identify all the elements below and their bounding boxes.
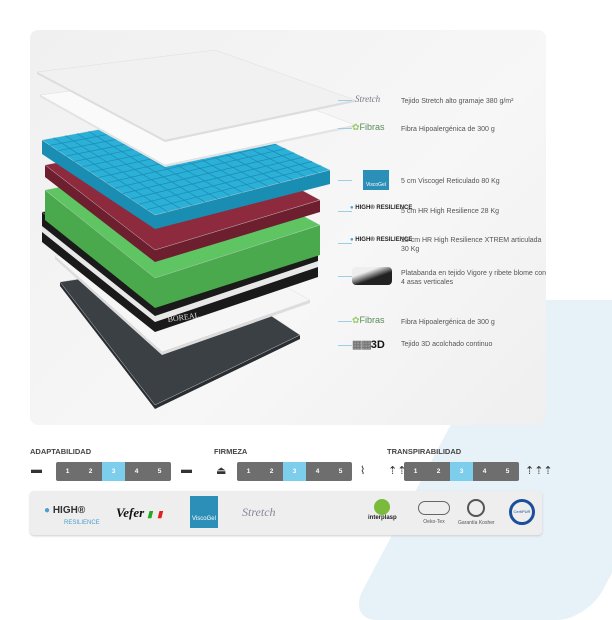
certipur-brand: CertiPUR: [509, 499, 535, 525]
scale-level-2: 2: [269, 468, 274, 475]
stretch-logo: Stretch: [355, 94, 381, 104]
mattress-brand-label: BOREAL: [167, 311, 200, 324]
layer-label: Tejido Stretch alto gramaje 380 g/m²: [401, 98, 514, 105]
3d-fabric-logo: ▦▦3D: [352, 339, 385, 351]
viscogel-brand: ViscoGel: [190, 496, 218, 528]
oeko-tex-brand: Oeko-Tex: [418, 501, 450, 525]
mattress-layers-illustration: BOREAL: [36, 49, 356, 409]
scale-level-1: 1: [413, 468, 418, 475]
high-resilience-logo: ● HIGH® RESILIENCE: [350, 205, 413, 211]
scale-level-4: 4: [315, 468, 320, 475]
brand-certifications-bar: ● HIGH®RESILIENCE Vefer ▮▮▮ ViscoGel Str…: [30, 491, 542, 535]
fibras-logo: ✿Fibras: [352, 122, 385, 132]
scale-level-4: 4: [134, 468, 139, 475]
scale-level-2: 2: [88, 468, 93, 475]
rating-title: FIRMEZA: [214, 447, 248, 456]
stretch-top-layer: [36, 49, 356, 142]
layer-label: Fibra Hipoalergénica de 300 g: [401, 126, 495, 133]
layer-label: Platabanda en tejido Vigore y ribete blo…: [401, 270, 547, 286]
rating-title: ADAPTABILIDAD: [30, 447, 92, 456]
scale-level-4: 4: [482, 468, 487, 475]
scale-level-3: 3: [102, 462, 125, 481]
spring-icon: ⌇: [360, 465, 366, 477]
layer-label: 5 cm HR High Resilience 28 Kg: [401, 208, 500, 215]
layer-label: 5 cm Viscogel Reticulado 80 Kg: [401, 178, 500, 185]
scale-level-3: 3: [283, 462, 306, 481]
kosher-brand: Garantía Kosher: [458, 499, 495, 526]
fibras-logo: ✿Fibras: [352, 315, 385, 325]
scale-level-5: 5: [338, 468, 343, 475]
viscogel-logo: ViscoGel: [363, 170, 389, 190]
firmeza-scale: 1 2 3 4 5: [237, 462, 352, 481]
adaptabilidad-scale: 1 2 3 4 5: [56, 462, 171, 481]
scale-level-5: 5: [157, 468, 162, 475]
interplasp-brand: interplasp: [368, 499, 397, 521]
rating-title: TRANSPIRABILIDAD: [387, 447, 462, 456]
airflow-high-icon: ⇡⇡⇡: [525, 465, 553, 477]
platabanda-image: [352, 267, 392, 285]
layer-label: Fibra Hipoalergénica de 300 g: [401, 319, 495, 326]
airflow-low-icon: ⇡⇡: [388, 465, 407, 477]
scale-level-5: 5: [505, 468, 510, 475]
high-resilience-brand: ● HIGH®RESILIENCE: [44, 505, 100, 526]
scale-level-1: 1: [65, 468, 70, 475]
weight-icon: ⏏: [216, 465, 227, 477]
stretch-brand: Stretch: [242, 505, 276, 519]
scale-level-3: 3: [450, 462, 473, 481]
high-resilience-logo: ● HIGH® RESILIENCE: [350, 237, 413, 243]
soft-bed-icon: ▬: [31, 464, 42, 476]
firm-bed-icon: ▬: [181, 464, 192, 476]
layer-label: Tejido 3D acolchado continuo: [401, 341, 493, 348]
scale-level-1: 1: [246, 468, 251, 475]
transpirabilidad-scale: 1 2 3 4 5: [404, 462, 519, 481]
scale-level-2: 2: [436, 468, 441, 475]
vefer-brand: Vefer ▮▮▮: [116, 505, 163, 520]
layer-label: 15 cm HR High Resilience XTREM articulad…: [401, 237, 542, 253]
